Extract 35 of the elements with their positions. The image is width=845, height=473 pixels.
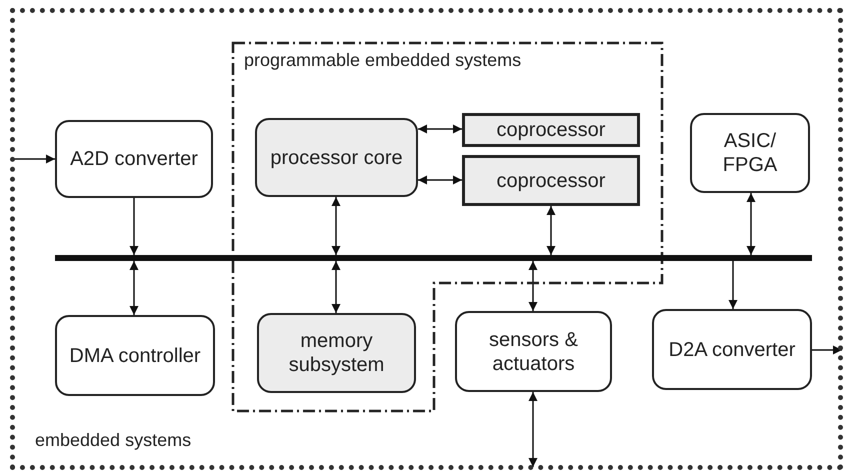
process-box: [55, 315, 215, 396]
coprocessor-box: [462, 155, 640, 206]
system-boundary: [10, 8, 843, 470]
arrow: [130, 198, 138, 255]
node-label: coprocessor: [496, 118, 606, 142]
node-label: coprocessor: [496, 168, 606, 192]
arrow: [746, 193, 756, 255]
arrow: [332, 197, 340, 255]
arrow: [130, 261, 138, 315]
arrow: [14, 154, 55, 164]
process-box: [690, 113, 810, 193]
process-box: [257, 313, 416, 393]
arrow: [546, 206, 556, 255]
node-label: ASIC/ FPGA: [722, 129, 778, 177]
coprocessor-box: [462, 113, 640, 147]
node-label: sensors & actuators: [488, 328, 579, 376]
arrow: [812, 346, 842, 354]
arrow: [728, 261, 738, 309]
arrow: [332, 261, 340, 313]
region-label: programmable embedded systems: [244, 50, 522, 71]
process-box: [255, 118, 418, 197]
process-box: [652, 309, 812, 390]
arrow: [418, 124, 462, 134]
node-label: DMA controller: [69, 344, 201, 368]
node-label: memory subsystem: [288, 329, 386, 377]
region-label: embedded systems: [35, 430, 192, 451]
system-bus: [55, 255, 812, 261]
process-box: [455, 311, 612, 392]
node-label: D2A converter: [668, 338, 796, 362]
node-label: A2D converter: [70, 147, 198, 171]
arrow: [528, 392, 538, 467]
arrow: [528, 261, 538, 311]
arrow: [418, 176, 462, 184]
node-label: processor core: [270, 146, 403, 170]
process-box: [55, 120, 213, 198]
